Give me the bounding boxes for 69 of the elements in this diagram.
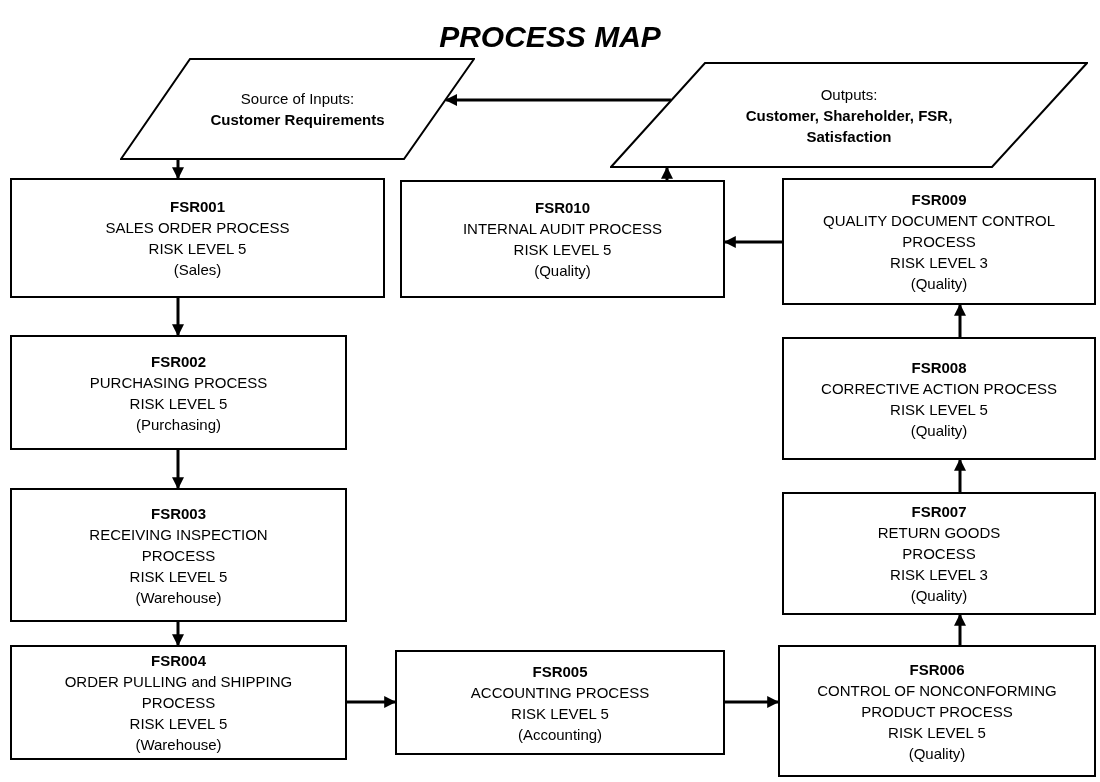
arrow bbox=[445, 94, 671, 106]
arrow bbox=[723, 236, 782, 248]
process-box bbox=[782, 337, 1096, 460]
node-text: RETURN GOODS PROCESS bbox=[876, 523, 1002, 564]
node-text: PURCHASING PROCESS bbox=[89, 372, 268, 393]
node-text: RECEIVING INSPECTION PROCESS bbox=[88, 524, 269, 566]
process-box bbox=[782, 492, 1096, 615]
process-box bbox=[400, 180, 725, 298]
data-parallelogram bbox=[610, 62, 1088, 168]
node-text: (Quality) bbox=[910, 274, 968, 294]
process-box bbox=[10, 488, 347, 622]
node-text: Outputs: bbox=[820, 84, 878, 105]
node-text: RISK LEVEL 3 bbox=[890, 253, 988, 273]
process-id: FSR004 bbox=[151, 651, 206, 671]
process-id: FSR009 bbox=[911, 190, 967, 210]
node-text: ORDER PULLING and SHIPPING PROCESS bbox=[63, 672, 294, 713]
node-text: (Quality) bbox=[910, 420, 968, 441]
node-text: (Warehouse) bbox=[135, 735, 222, 755]
arrow bbox=[954, 458, 966, 492]
process-box bbox=[10, 178, 385, 298]
node-text: INTERNAL AUDIT PROCESS bbox=[462, 219, 663, 239]
arrow bbox=[172, 160, 184, 180]
node-text: RISK LEVEL 5 bbox=[129, 393, 228, 414]
node-text: (Quality) bbox=[910, 586, 968, 606]
node-text: (Sales) bbox=[173, 260, 222, 280]
process-box bbox=[10, 645, 347, 760]
node-text: RISK LEVEL 5 bbox=[129, 714, 228, 734]
node-text: RISK LEVEL 5 bbox=[890, 399, 988, 420]
node-text: ACCOUNTING PROCESS bbox=[470, 682, 650, 703]
node-text: QUALITY DOCUMENT CONTROL PROCESS bbox=[822, 211, 1056, 252]
node-text: SALES ORDER PROCESS bbox=[105, 218, 290, 238]
arrow bbox=[172, 298, 184, 337]
process-id: FSR001 bbox=[170, 197, 225, 217]
arrow bbox=[954, 303, 966, 337]
process-id: FSR006 bbox=[909, 659, 965, 680]
arrow bbox=[172, 450, 184, 490]
process-id: FSR005 bbox=[532, 661, 588, 682]
process-id: FSR010 bbox=[535, 198, 590, 218]
node-text: (Quality) bbox=[908, 743, 966, 764]
node-text: (Quality) bbox=[534, 261, 591, 281]
arrow bbox=[954, 613, 966, 645]
node-text: RISK LEVEL 3 bbox=[890, 565, 988, 585]
title: PROCESS MAP bbox=[439, 19, 661, 55]
node-text: RISK LEVEL 5 bbox=[513, 240, 612, 260]
process-box bbox=[782, 178, 1096, 305]
node-text: CORRECTIVE ACTION PROCESS bbox=[821, 378, 1057, 399]
process-id: FSR008 bbox=[911, 357, 967, 378]
node-text: RISK LEVEL 5 bbox=[129, 566, 228, 587]
process-id: FSR002 bbox=[151, 351, 206, 372]
process-id: FSR007 bbox=[911, 502, 967, 522]
node-text: Source of Inputs: bbox=[240, 89, 355, 109]
node-text: Customer Requirements bbox=[210, 110, 385, 130]
process-box bbox=[10, 335, 347, 450]
node-text: CONTROL OF NONCONFORMING PRODUCT PROCESS bbox=[817, 680, 1057, 722]
node-text: Customer, Shareholder, FSR, Satisfaction bbox=[744, 105, 954, 147]
arrow bbox=[347, 696, 397, 708]
node-text: (Warehouse) bbox=[135, 587, 222, 608]
arrow bbox=[172, 622, 184, 647]
node-text: (Accounting) bbox=[517, 724, 603, 745]
process-box bbox=[778, 645, 1096, 777]
node-text: RISK LEVEL 5 bbox=[148, 239, 247, 259]
arrow bbox=[661, 166, 673, 180]
arrow bbox=[725, 696, 780, 708]
process-id: FSR003 bbox=[151, 503, 206, 524]
data-parallelogram bbox=[120, 58, 475, 160]
process-box bbox=[395, 650, 725, 755]
node-text: RISK LEVEL 5 bbox=[511, 703, 609, 724]
node-text: RISK LEVEL 5 bbox=[888, 722, 986, 743]
node-text: (Purchasing) bbox=[135, 414, 221, 435]
